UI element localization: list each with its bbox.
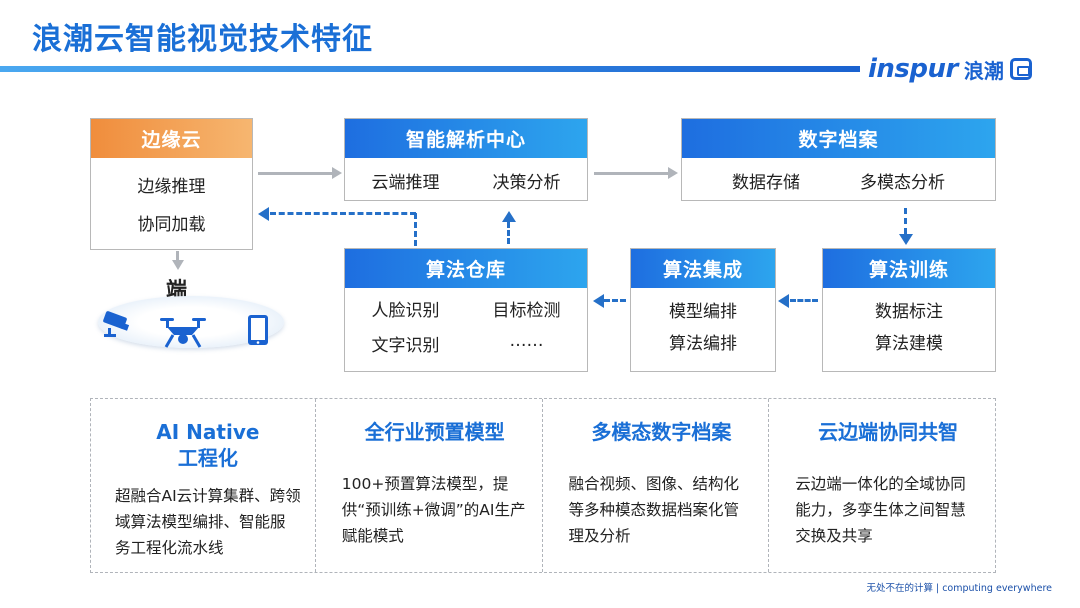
tablet-icon <box>248 315 268 345</box>
feature-ai-native: AI Native 工程化 超融合AI云计算集群、跨领域算法模型编排、智能服务工… <box>91 399 316 572</box>
dashed-training-to-integration <box>790 299 818 302</box>
edge-cloud-item: 协同加载 <box>137 215 206 235</box>
arrow-analysis-to-archive <box>594 167 678 179</box>
digital-archive-item: 数据存储 <box>732 173 800 193</box>
feature-title-text: AI Native 工程化 <box>156 420 260 470</box>
digital-archive-item: 多模态分析 <box>860 173 945 193</box>
brand-name-cn: 浪潮 <box>963 58 1004 83</box>
feature-title: 全行业预置模型 <box>364 420 505 444</box>
dashed-archive-to-training-tip <box>898 234 913 245</box>
feature-text: 融合视频、图像、结构化等多种模态数据档案化管理及分析 <box>568 475 740 545</box>
analysis-center-title: 智能解析中心 <box>345 119 587 158</box>
dashed-integration-to-repo-tip <box>593 293 604 308</box>
algorithm-integration-item: 模型编排 <box>669 302 737 322</box>
brand-mark-icon <box>1009 58 1032 80</box>
feature-text: 100+预置算法模型，提供“预训练+微调”的AI生产赋能模式 <box>341 475 526 545</box>
algorithm-integration-title: 算法集成 <box>631 249 775 288</box>
algorithm-training-item: 数据标注 <box>875 302 943 322</box>
edge-cloud-box: 边缘云 边缘推理 协同加载 <box>90 118 253 250</box>
digital-archive-box: 数字档案 数据存储 多模态分析 <box>681 118 996 201</box>
arrow-edge-to-analysis <box>258 167 342 179</box>
feature-cloud-edge-collab: 云边端协同共智 云边端一体化的全域协同能力，多孪生体之间智慧交换及共享 <box>769 399 995 572</box>
brand-name-en: inspur <box>868 54 958 84</box>
algorithm-repo-item: …… <box>509 331 544 351</box>
page-title: 浪潮云智能视觉技术特征 <box>32 22 373 57</box>
algorithm-integration-box: 算法集成 模型编排 算法编排 <box>630 248 776 372</box>
arrow-edge-to-terminal <box>176 251 179 261</box>
arrow-edge-to-terminal-tip <box>171 260 184 270</box>
feature-text: 云边端一体化的全域协同能力，多孪生体之间智慧交换及共享 <box>795 475 966 545</box>
dashed-repo-to-analysis-tip <box>501 211 516 222</box>
algorithm-repo-box: 算法仓库 人脸识别 目标检测 文字识别 …… <box>344 248 588 372</box>
feature-title: AI Native 工程化 <box>115 419 301 471</box>
algorithm-repo-item: 文字识别 <box>371 336 440 356</box>
feature-title: 云边端协同共智 <box>818 420 959 444</box>
algorithm-repo-title: 算法仓库 <box>345 249 587 288</box>
dashed-repo-to-edge-vertical <box>414 213 417 246</box>
feature-text: 超融合AI云计算集群、跨领域算法模型编排、智能服务工程化流水线 <box>115 487 301 557</box>
feature-preset-models: 全行业预置模型 100+预置算法模型，提供“预训练+微调”的AI生产赋能模式 <box>316 399 543 572</box>
dashed-repo-to-edge-horizontal <box>270 212 416 215</box>
footer-slogan: 无处不在的计算 | computing everywhere <box>866 583 1052 594</box>
algorithm-integration-item: 算法编排 <box>669 334 737 354</box>
algorithm-training-title: 算法训练 <box>823 249 995 288</box>
dashed-training-to-integration-tip <box>778 293 789 308</box>
analysis-center-box: 智能解析中心 云端推理 决策分析 <box>344 118 588 201</box>
dashed-archive-to-training <box>904 208 907 234</box>
dashed-repo-to-edge-tip <box>258 206 269 221</box>
analysis-center-item: 决策分析 <box>492 173 561 193</box>
edge-cloud-item: 边缘推理 <box>137 177 206 197</box>
edge-cloud-title: 边缘云 <box>91 119 252 158</box>
features-panel: AI Native 工程化 超融合AI云计算集群、跨领域算法模型编排、智能服务工… <box>90 398 996 573</box>
algorithm-training-box: 算法训练 数据标注 算法建模 <box>822 248 996 372</box>
dashed-integration-to-repo <box>604 299 626 302</box>
digital-archive-title: 数字档案 <box>682 119 995 158</box>
dashed-repo-to-analysis <box>507 222 510 244</box>
feature-title: 多模态数字档案 <box>591 420 732 444</box>
analysis-center-item: 云端推理 <box>371 173 440 193</box>
camera-icon <box>103 311 130 337</box>
algorithm-repo-item: 目标检测 <box>492 301 561 321</box>
algorithm-repo-item: 人脸识别 <box>371 301 440 321</box>
brand-logo: inspur 浪潮 <box>868 54 1032 84</box>
algorithm-training-item: 算法建模 <box>875 334 943 354</box>
feature-multimodal-archive: 多模态数字档案 融合视频、图像、结构化等多种模态数据档案化管理及分析 <box>543 399 770 572</box>
drone-icon <box>160 318 206 348</box>
title-underline <box>0 66 860 72</box>
